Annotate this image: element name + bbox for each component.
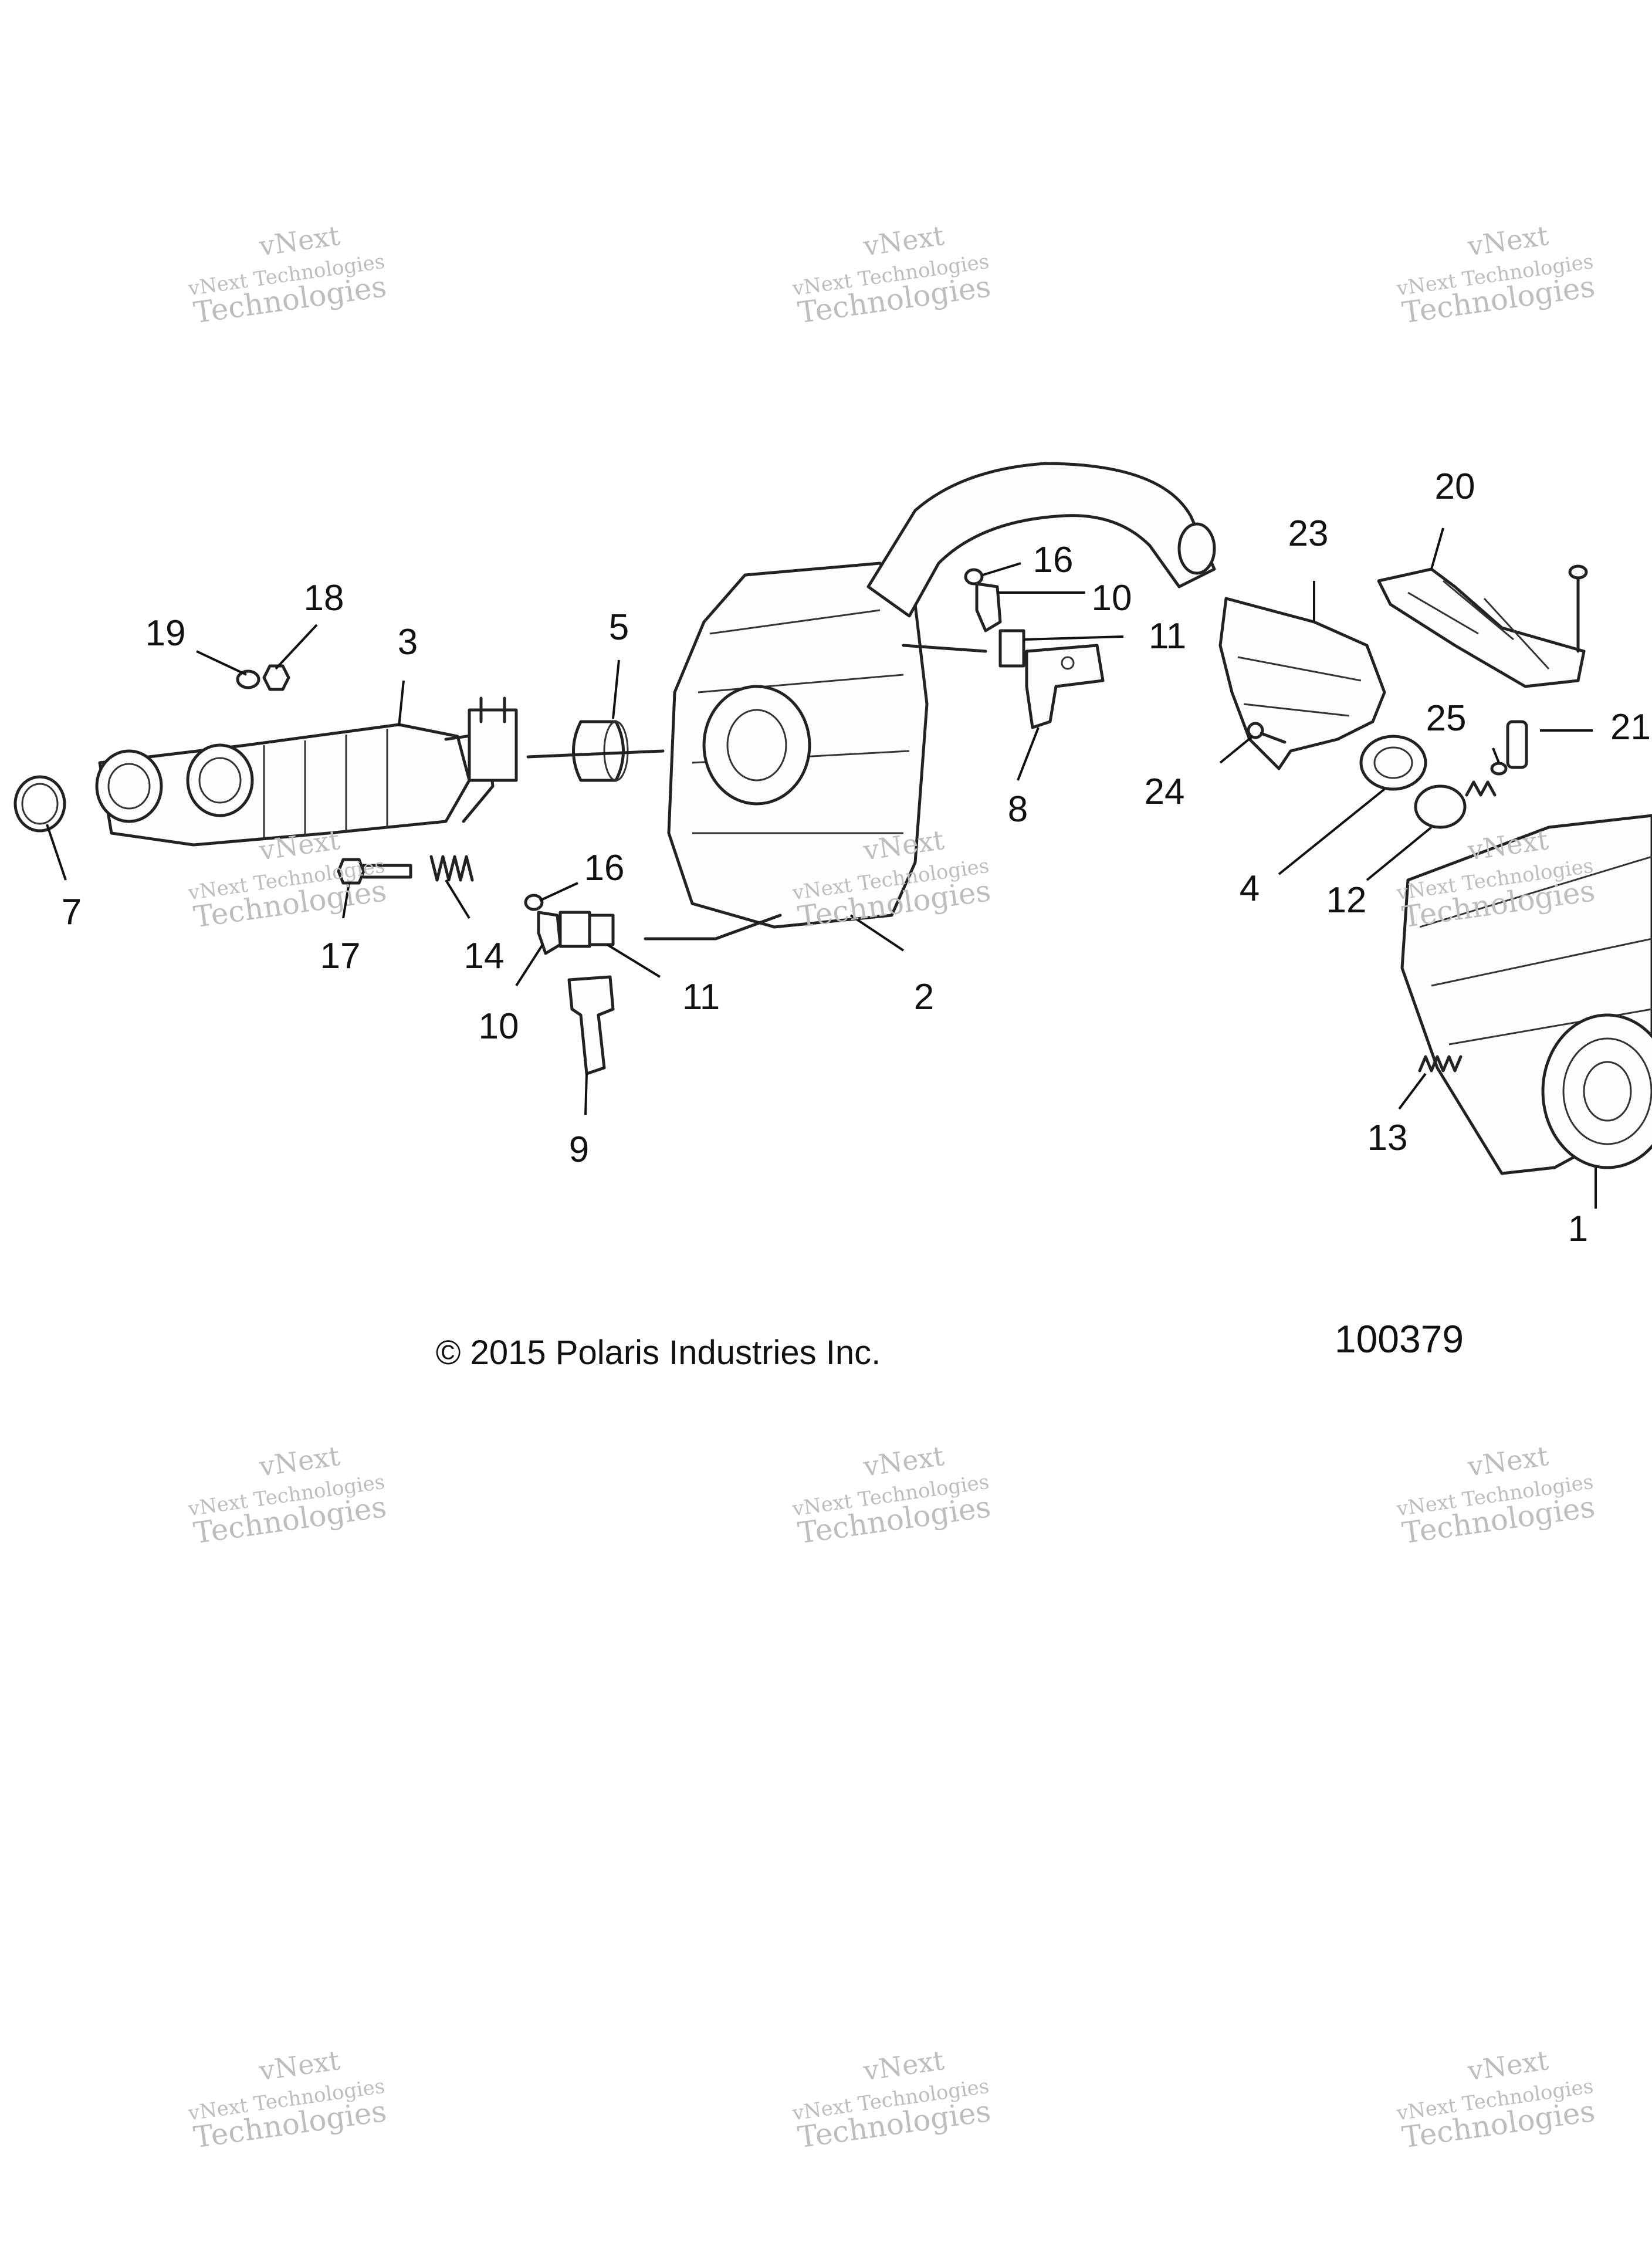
callout-23: 23 <box>1288 513 1329 554</box>
part-5-sleeve <box>572 720 629 782</box>
figure-number: 100379 <box>1335 1317 1464 1361</box>
watermark-text: vNext <box>1465 1440 1551 1483</box>
callout-1: 1 <box>1568 1209 1588 1249</box>
callout-10-lower: 10 <box>479 1006 519 1047</box>
part-4-ring <box>1359 735 1427 791</box>
part-3-head-pipe <box>95 696 518 847</box>
part-12-clamp <box>1414 780 1497 829</box>
callouts: 1 2 3 4 5 7 8 9 10 10 11 11 12 13 14 16 … <box>62 466 1651 1249</box>
callout-16-upper: 16 <box>1033 540 1074 580</box>
part-10-bracket-upper <box>975 582 1002 632</box>
leader-lines <box>46 527 1597 1209</box>
watermark-text: vNext <box>861 219 947 262</box>
watermark-text: vNext <box>257 2044 343 2087</box>
part-18-nut <box>262 664 290 691</box>
part-17-bolt <box>337 858 412 885</box>
copyright-notice: © 2015 Polaris Industries Inc. <box>436 1334 881 1372</box>
callout-16-lower: 16 <box>584 848 625 888</box>
part-16-washer-upper <box>964 568 984 586</box>
part-20-cover-plate <box>1377 567 1586 688</box>
part-11-isolator-lower <box>558 911 615 948</box>
watermark-text: vNext <box>257 1440 343 1483</box>
part-25-washer <box>1490 762 1508 776</box>
callout-20: 20 <box>1435 466 1475 507</box>
callout-17: 17 <box>320 936 361 976</box>
callout-2: 2 <box>914 977 934 1017</box>
part-7-gasket <box>13 775 66 833</box>
callout-21: 21 <box>1610 707 1651 747</box>
watermark-text: vNext <box>257 219 343 262</box>
callout-18: 18 <box>304 578 344 618</box>
watermark-text: vNext <box>861 1440 947 1483</box>
part-21-spacer <box>1506 564 1588 769</box>
callout-5: 5 <box>609 607 629 648</box>
part-10-bracket-lower <box>537 911 562 955</box>
watermark-text: vNext <box>1465 219 1551 262</box>
callout-11-upper: 11 <box>1149 616 1186 657</box>
callout-11-lower: 11 <box>682 977 720 1017</box>
callout-10-upper: 10 <box>1092 578 1132 618</box>
part-24-screw <box>1247 722 1287 744</box>
part-19-washer <box>236 669 260 689</box>
callout-24: 24 <box>1145 772 1185 812</box>
callout-4: 4 <box>1240 868 1260 909</box>
part-13-spring <box>1418 1055 1463 1073</box>
part-9-bracket <box>567 975 615 1075</box>
callout-3: 3 <box>398 622 418 662</box>
callout-9: 9 <box>569 1129 589 1170</box>
part-16-washer-lower <box>524 894 544 911</box>
callout-7: 7 <box>62 892 82 932</box>
callout-8: 8 <box>1008 789 1028 830</box>
watermark-text: vNext <box>1465 2044 1551 2087</box>
part-1-silencer <box>1400 814 1652 1175</box>
tailpipe <box>866 462 1216 618</box>
part-8-bracket <box>1025 644 1105 729</box>
callout-14: 14 <box>464 936 505 976</box>
callout-13: 13 <box>1367 1118 1408 1158</box>
watermark-text: vNext <box>861 2044 947 2087</box>
callout-25: 25 <box>1426 698 1467 739</box>
part-14-spring <box>429 855 474 882</box>
part-11-isolator-upper <box>998 629 1025 668</box>
callout-19: 19 <box>145 613 186 654</box>
callout-12: 12 <box>1326 880 1367 921</box>
part-2-muffler <box>526 561 987 941</box>
